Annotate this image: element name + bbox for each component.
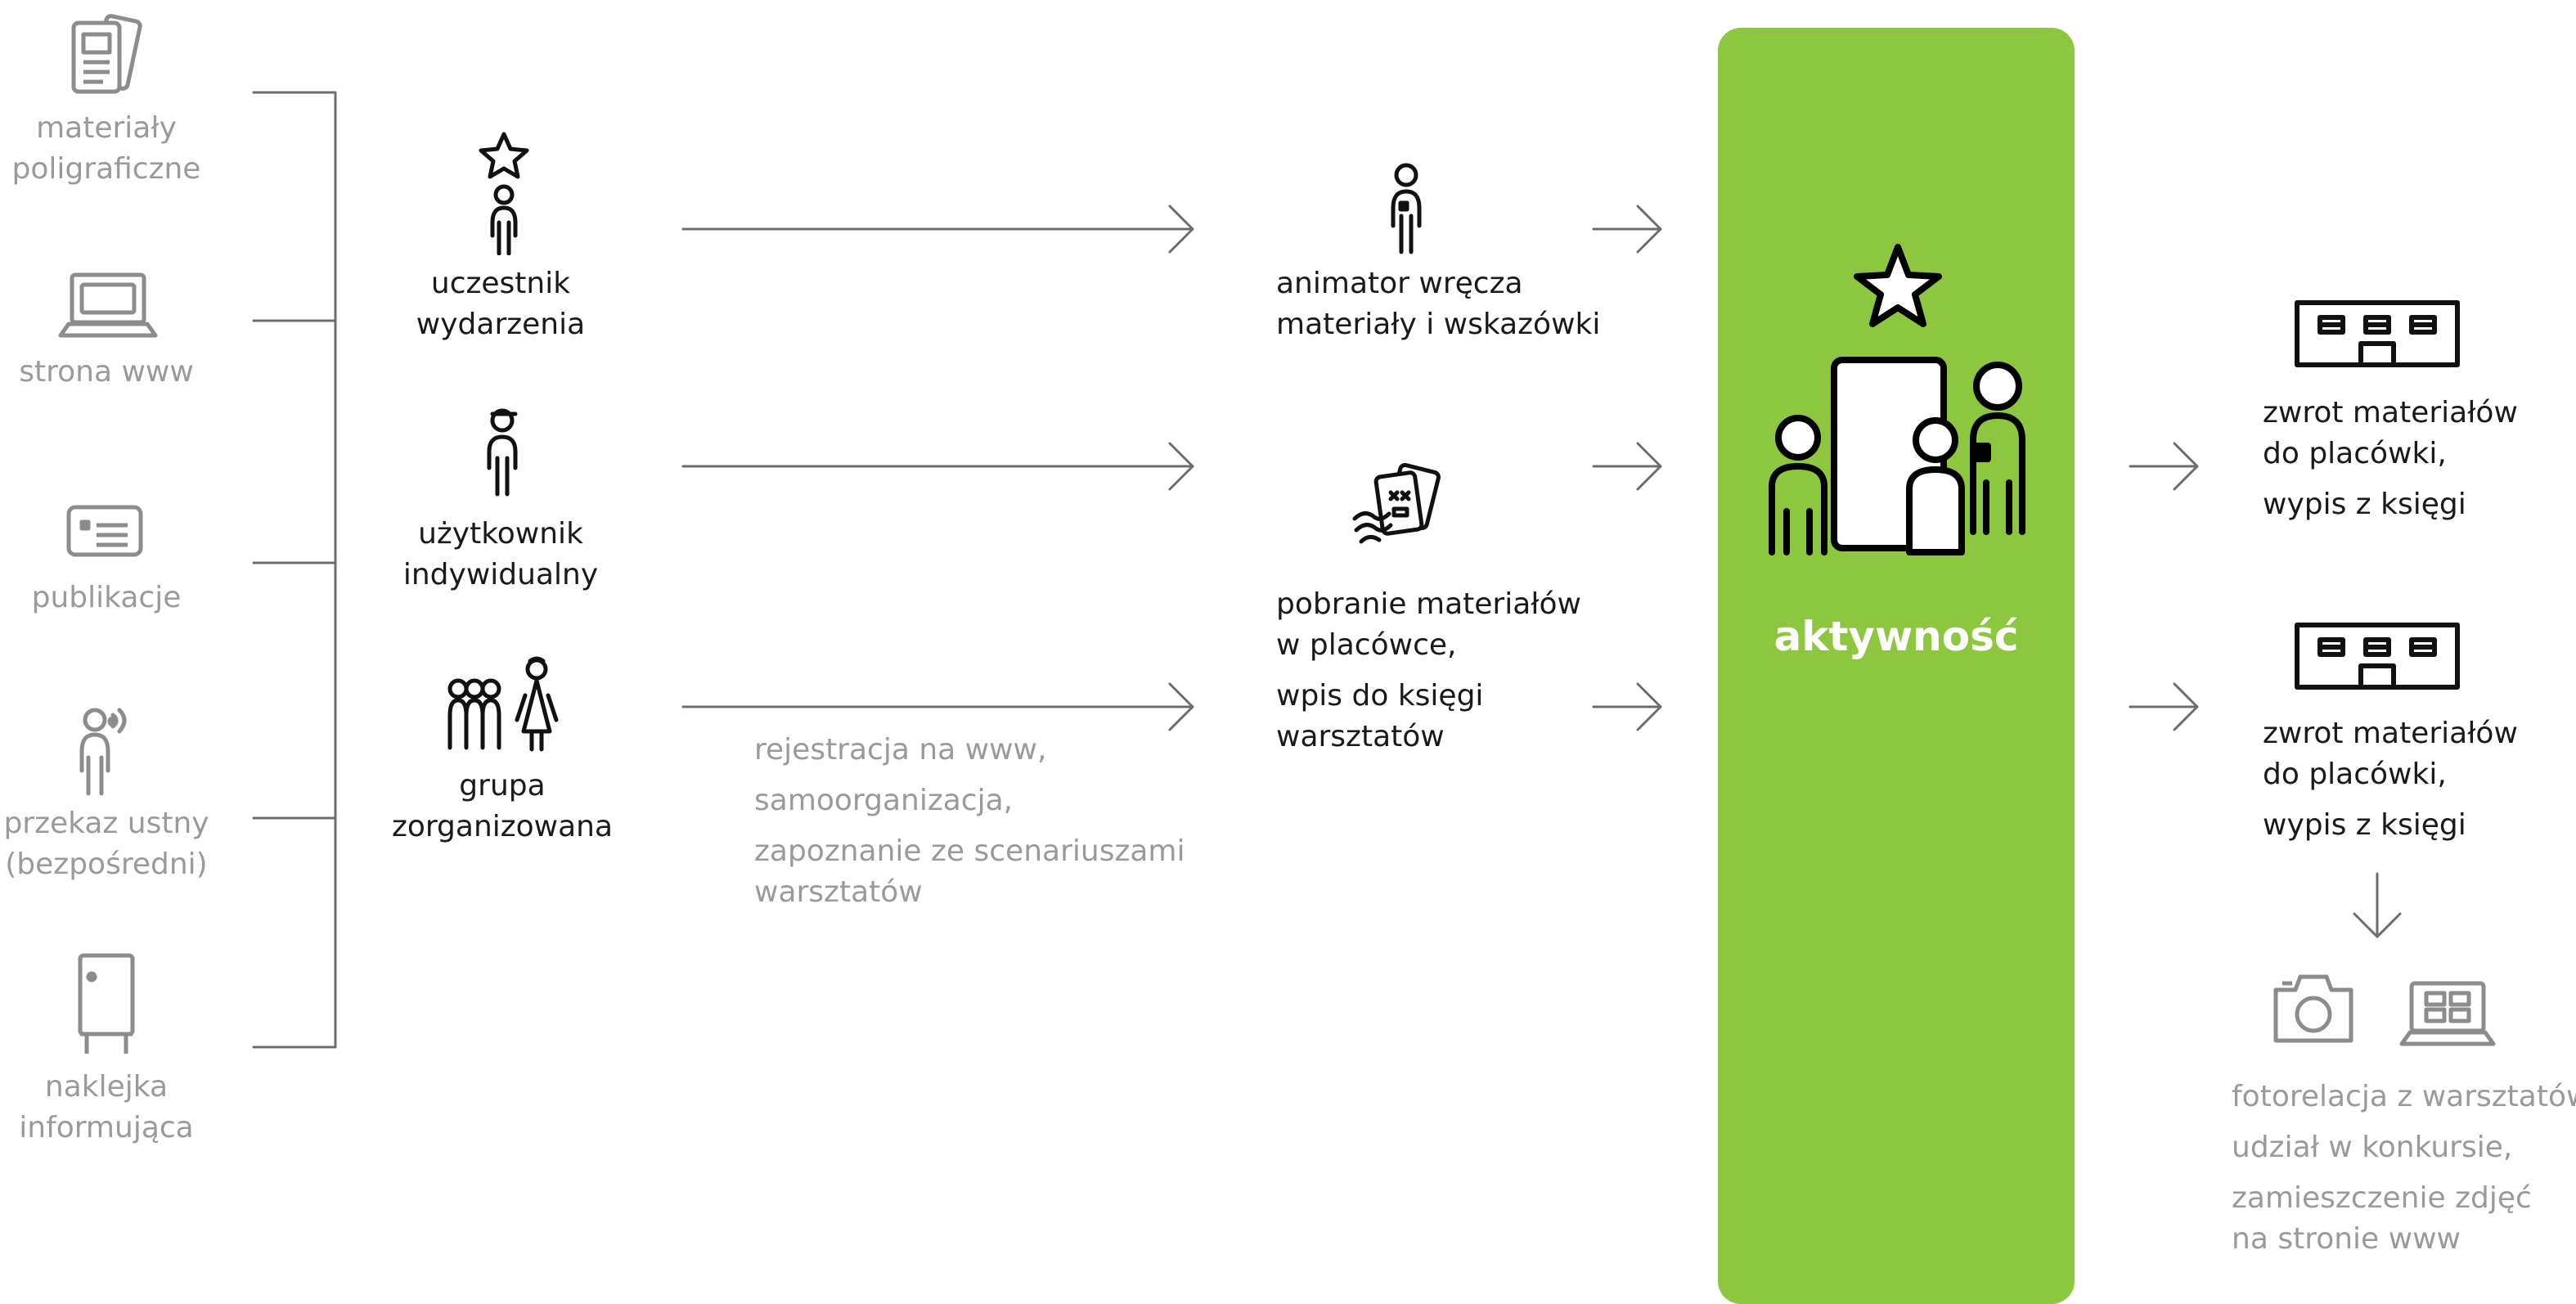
individual-user-icon	[487, 408, 518, 497]
activity-group-icon	[1769, 244, 2025, 555]
return-label: zwrot materiałów do placówki, wypis z ks…	[2263, 717, 2518, 842]
step-label: animator wręcza materiały i wskazówki	[1276, 267, 1601, 341]
facility-icon	[2295, 623, 2460, 690]
camera-icon	[2273, 974, 2353, 1043]
participant-label: grupa zorganizowana	[391, 769, 614, 843]
participant-label: użytkownik indywidualny	[402, 517, 599, 591]
final-outcome-text: fotorelacja z warsztatów, udział w konku…	[2232, 1080, 2576, 1256]
organized-group-icon	[447, 656, 559, 752]
source-label: przekaz ustny (bezpośredni)	[3, 807, 209, 881]
arrow-right	[2129, 442, 2199, 491]
group-notes: rejestracja na www, samoorganizacja, zap…	[754, 733, 1185, 909]
source-label: naklejka informująca	[19, 1070, 194, 1144]
publication-icon	[66, 505, 143, 557]
arrow-right	[2129, 682, 2199, 731]
source-label: strona www	[19, 355, 194, 389]
arrow-right	[1592, 682, 1662, 731]
activity-column	[1718, 28, 2075, 1304]
print-materials-icon	[71, 14, 142, 94]
info-sticker-icon	[78, 953, 135, 1054]
participant-label: uczestnik wydarzenia	[416, 267, 586, 341]
animator-icon	[1391, 163, 1422, 254]
arrow-down	[2353, 872, 2402, 938]
arrow-right	[1592, 205, 1662, 254]
laptop-gallery-icon	[2399, 981, 2496, 1046]
arrow-right	[681, 682, 1194, 731]
arrow-right	[1592, 442, 1662, 491]
speaking-person-icon	[79, 708, 127, 796]
source-label: materiały poligraficzne	[11, 111, 201, 186]
activity-label: aktywność	[1774, 613, 2019, 660]
materials-pickup-icon	[1352, 463, 1441, 544]
source-label: publikacje	[31, 581, 182, 614]
facility-icon	[2295, 300, 2460, 367]
laptop-icon	[58, 272, 158, 338]
workflow-diagram: aktywność materiały poligraficzne strona…	[3, 14, 2576, 1304]
participant-star-icon	[479, 132, 529, 255]
return-label: zwrot materiałów do placówki, wypis z ks…	[2263, 396, 2518, 521]
step-label: pobranie materiałów w placówce, wpis do …	[1276, 587, 1581, 753]
diagram-connectors	[252, 91, 2402, 1049]
arrow-right	[681, 205, 1194, 254]
arrow-right	[681, 442, 1194, 491]
